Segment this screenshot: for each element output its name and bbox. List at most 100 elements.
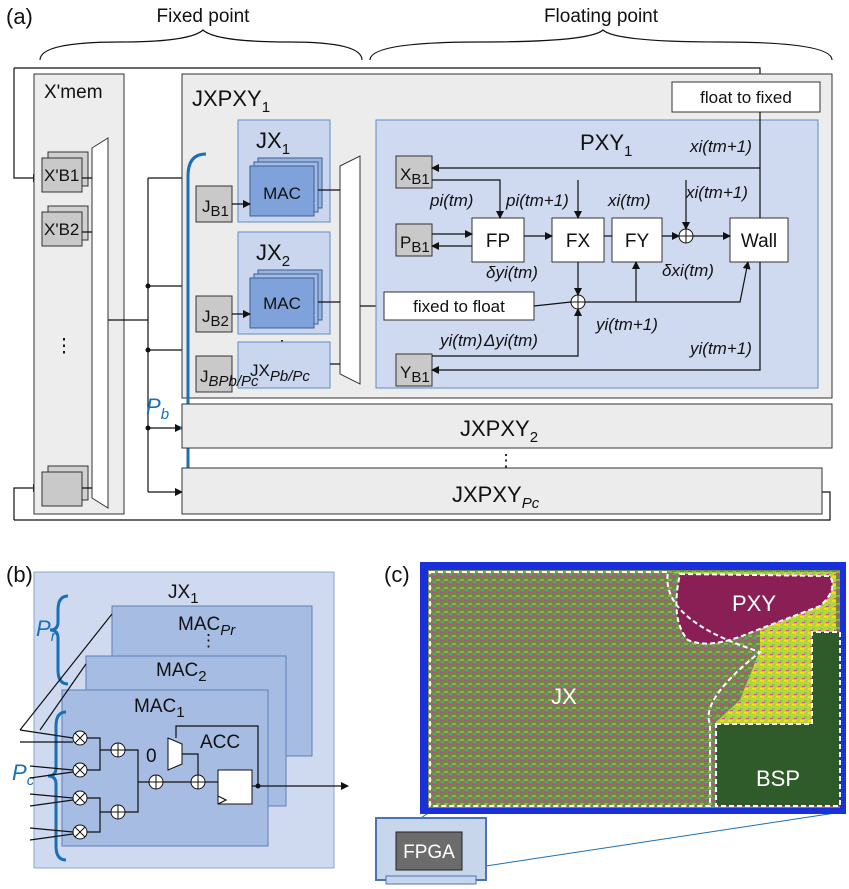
jxpxy-dots: ⋮ bbox=[498, 451, 515, 470]
xb1-to-fp bbox=[432, 179, 504, 219]
xmem-dots: ⋮ bbox=[55, 336, 74, 357]
sig-p-next: pi(tm+1) bbox=[505, 191, 569, 210]
jx1-title: JX1 bbox=[256, 128, 290, 158]
jx1-mac bbox=[249, 165, 315, 217]
sig-p-tm: pi(tm) bbox=[429, 191, 473, 210]
sig-x-next-mid: xi(tm+1) bbox=[685, 183, 748, 202]
panel-c-tag: (c) bbox=[384, 562, 410, 587]
jx-region bbox=[429, 571, 763, 807]
jxn-block bbox=[237, 341, 331, 389]
jx1-detail-title: JX1 bbox=[168, 582, 199, 607]
sig-y-next-right: yi(tm+1) bbox=[689, 339, 752, 358]
junction-3 bbox=[145, 425, 151, 431]
fixed-point-label: Fixed point bbox=[157, 6, 251, 27]
jxpxyn-title: JXPXYPc bbox=[452, 482, 540, 512]
yb1-to-adder bbox=[432, 308, 582, 357]
jb2-label: JB2 bbox=[202, 307, 229, 330]
sig-cap-delta-y: Δyi(tm) bbox=[483, 331, 538, 350]
jx2-title: JX2 bbox=[256, 240, 290, 270]
fx-label: FX bbox=[566, 231, 591, 252]
outer-loop-bottom bbox=[14, 491, 831, 521]
wall-box bbox=[729, 217, 789, 263]
xmem-b2 bbox=[41, 211, 83, 247]
sig-x-next-top: xi(tm+1) bbox=[689, 137, 752, 156]
xb1-label: XB1 bbox=[400, 165, 430, 188]
mac2-label: MAC2 bbox=[156, 660, 207, 685]
jx2-mac bbox=[249, 277, 315, 329]
fixed-to-float-box bbox=[383, 291, 535, 321]
jxpxy1-title: JXPXY1 bbox=[192, 86, 270, 116]
mac-dots: ⋮ bbox=[200, 631, 217, 650]
acc-feedback bbox=[175, 725, 259, 786]
bsp-region bbox=[715, 631, 841, 807]
fixed-point-brace bbox=[39, 29, 363, 61]
pxy1-title: PXY1 bbox=[580, 130, 632, 160]
clock-mark bbox=[217, 795, 228, 805]
junction-1 bbox=[145, 283, 151, 289]
xmem-b2-label: X'B2 bbox=[44, 220, 79, 239]
jxpxy2-block bbox=[181, 403, 833, 449]
pb1-label: PB1 bbox=[400, 233, 430, 256]
fpga-chip bbox=[395, 831, 463, 871]
float-to-fixed-label: float to fixed bbox=[700, 88, 792, 107]
y-next-to-yb1 bbox=[431, 262, 761, 374]
fixed-to-float-label: fixed to float bbox=[413, 297, 505, 316]
outer-loop-bottom-left bbox=[13, 484, 41, 520]
output-junction bbox=[255, 783, 261, 789]
pr-brace bbox=[49, 594, 69, 686]
yb1-label: YB1 bbox=[400, 363, 430, 386]
broadcast-lines bbox=[19, 613, 113, 731]
junction-2 bbox=[145, 347, 151, 353]
mac-to-mux bbox=[318, 189, 340, 365]
multiplier-inputs bbox=[19, 729, 74, 841]
jx-region-label: JX bbox=[551, 684, 577, 709]
xmem-mux bbox=[91, 137, 109, 509]
mac-pr-label: MACPr bbox=[178, 614, 236, 639]
sig-delta-y: δyi(tm) bbox=[486, 263, 538, 282]
pxy-region bbox=[675, 572, 834, 645]
fx-box bbox=[551, 217, 605, 263]
jbn-box bbox=[195, 355, 233, 393]
xmem-bn bbox=[41, 471, 83, 507]
fp-box bbox=[471, 217, 525, 263]
adder-tree bbox=[87, 737, 191, 833]
pb1-box bbox=[395, 223, 433, 257]
jx-mux bbox=[339, 155, 361, 385]
fpga-card-edge bbox=[385, 875, 477, 885]
adder-y-to-wall bbox=[585, 261, 751, 303]
float-to-adder-y bbox=[533, 301, 572, 307]
adder-y-plus bbox=[571, 295, 585, 309]
acc-label: ACC bbox=[200, 732, 240, 753]
xb1-box bbox=[395, 155, 433, 189]
adder-b-plus bbox=[111, 743, 205, 819]
acc-mux-to-adder bbox=[182, 753, 199, 775]
mac1-block bbox=[61, 689, 269, 847]
wall-label: Wall bbox=[741, 231, 777, 252]
jxn-title: JXPb/Pc bbox=[250, 361, 310, 385]
fp-label: FP bbox=[486, 231, 510, 252]
xmem-block bbox=[33, 73, 125, 515]
mac1-label: MAC1 bbox=[134, 696, 185, 721]
fy-label: FY bbox=[625, 231, 650, 252]
bsp-region-label: BSP bbox=[756, 766, 800, 791]
float-to-fixed-box bbox=[671, 81, 821, 113]
jx1-mac-label: MAC bbox=[263, 184, 301, 203]
floating-point-label: Floating point bbox=[544, 6, 659, 27]
xmem-b1 bbox=[41, 157, 83, 193]
jx2-mac-label: MAC bbox=[263, 294, 301, 313]
jb1-label: JB1 bbox=[202, 197, 229, 220]
jb2-box bbox=[195, 295, 233, 333]
xmem-title: X'mem bbox=[44, 82, 103, 103]
pb-label: Pb bbox=[146, 394, 169, 423]
xmem-to-mux bbox=[82, 177, 92, 489]
floating-point-brace bbox=[369, 29, 833, 61]
adder-x-plus bbox=[679, 229, 693, 243]
pr-label: Pr bbox=[36, 616, 57, 645]
jxpxy2-title: JXPXY2 bbox=[460, 416, 538, 446]
outer-loop-left bbox=[13, 68, 41, 182]
pc-label: Pc bbox=[12, 760, 35, 789]
pxy-region-label: PXY bbox=[732, 591, 776, 616]
sig-delta-x: δxi(tm) bbox=[662, 261, 714, 280]
acc-mux bbox=[167, 737, 183, 771]
